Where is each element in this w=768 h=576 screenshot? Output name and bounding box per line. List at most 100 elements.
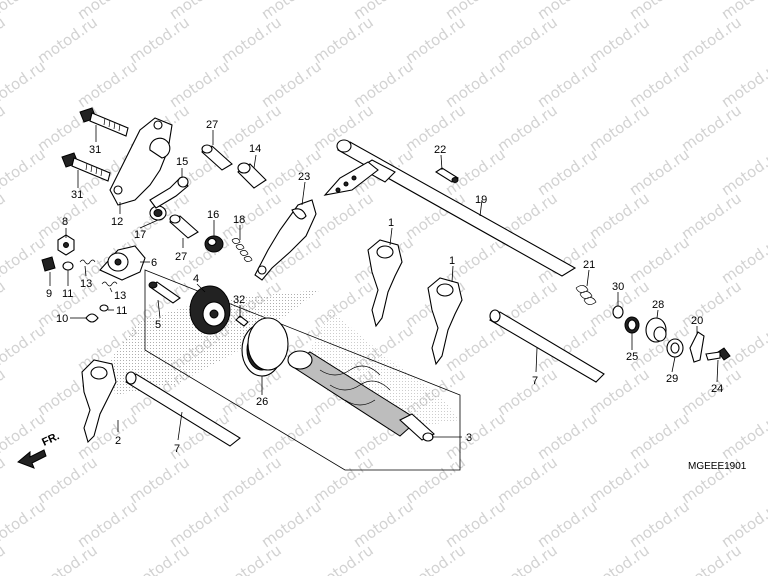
bolt-part-31[interactable] — [61, 152, 111, 182]
watermark-text: motod.ru — [258, 57, 325, 111]
bolt-part-5[interactable] — [148, 281, 181, 304]
callout-10[interactable]: 10 — [56, 313, 68, 325]
watermark-text: motod.ru — [586, 541, 653, 576]
washer-part-9[interactable] — [41, 256, 56, 272]
pin-part-32[interactable] — [235, 315, 249, 327]
watermark-text: motod.ru — [0, 453, 9, 507]
watermark-text: motod.ru — [494, 13, 561, 67]
stopper-plate-part-12[interactable] — [109, 117, 173, 206]
callout-19[interactable]: 19 — [475, 194, 487, 206]
collar-part-14[interactable] — [237, 162, 267, 189]
seal-part-29[interactable] — [666, 338, 684, 358]
fork-shaft-part-7[interactable] — [125, 371, 241, 447]
watermark-text: motod.ru — [218, 453, 285, 507]
callout-2[interactable]: 2 — [115, 435, 121, 447]
watermark-text: motod.ru — [0, 497, 49, 551]
collar-part-27[interactable] — [201, 144, 233, 171]
watermark-text: motod.ru — [402, 541, 469, 576]
arm-part-20[interactable] — [689, 331, 705, 363]
spring-part-13[interactable] — [101, 281, 118, 287]
shift-drum-part-3[interactable] — [287, 350, 435, 442]
watermark-text: motod.ru — [534, 497, 601, 551]
callout-16[interactable]: 16 — [207, 209, 219, 221]
watermark-text: motod.ru — [74, 409, 141, 463]
spring-part-18[interactable] — [231, 238, 253, 262]
washer-part-25[interactable] — [624, 316, 640, 334]
watermark-text: motod.ru — [718, 497, 768, 551]
callout-20[interactable]: 20 — [691, 315, 703, 327]
watermark-text: motod.ru — [402, 453, 469, 507]
bolt-part-31[interactable] — [79, 107, 129, 137]
callout-31[interactable]: 31 — [89, 144, 101, 156]
callout-4[interactable]: 4 — [193, 273, 199, 285]
callout-7[interactable]: 7 — [532, 375, 538, 387]
callout-18[interactable]: 18 — [233, 214, 245, 226]
pin-part-11[interactable] — [62, 261, 74, 271]
callout-26[interactable]: 26 — [256, 396, 268, 408]
shift-fork-part-1[interactable] — [427, 277, 463, 366]
shift-fork-part-2[interactable] — [81, 359, 117, 444]
callout-9[interactable]: 9 — [46, 288, 52, 300]
callout-27[interactable]: 27 — [175, 251, 187, 263]
watermark-text: motod.ru — [0, 541, 9, 576]
callout-22[interactable]: 22 — [434, 144, 446, 156]
callout-1[interactable]: 1 — [388, 217, 394, 229]
watermark-text: motod.ru — [0, 233, 49, 287]
watermark-text: motod.ru — [0, 277, 9, 331]
watermark-text: motod.ru — [534, 145, 601, 199]
shift-fork-part-1[interactable] — [367, 239, 403, 328]
watermark-text: motod.ru — [402, 13, 469, 67]
callout-30[interactable]: 30 — [612, 281, 624, 293]
callout-11[interactable]: 11 — [62, 288, 73, 300]
callout-1[interactable]: 1 — [449, 255, 455, 267]
fork-shaft-part-7[interactable] — [489, 309, 605, 383]
bolt-part-24[interactable] — [705, 347, 731, 361]
stopper-arm-part-15[interactable] — [149, 176, 189, 209]
watermark-text: motod.ru — [0, 189, 9, 243]
callout-13[interactable]: 13 — [80, 278, 92, 290]
callout-25[interactable]: 25 — [626, 351, 638, 363]
shading-area — [110, 290, 320, 395]
shift-arm-part-23[interactable] — [254, 199, 317, 281]
callout-27[interactable]: 27 — [206, 119, 218, 131]
callout-3[interactable]: 3 — [466, 432, 472, 444]
callout-24[interactable]: 24 — [711, 383, 723, 395]
shift-drum-center-part-6[interactable] — [99, 245, 146, 281]
collar-part-10[interactable] — [85, 313, 99, 323]
callout-31[interactable]: 31 — [71, 189, 83, 201]
callout-21[interactable]: 21 — [583, 259, 595, 271]
callout-7[interactable]: 7 — [174, 443, 180, 455]
callout-23[interactable]: 23 — [298, 171, 310, 183]
assembly-outline — [144, 269, 461, 471]
spring-part-21[interactable] — [575, 285, 597, 305]
pin-part-11[interactable] — [99, 304, 109, 312]
watermark-text: motod.ru — [34, 541, 101, 576]
collar-part-27[interactable] — [169, 214, 199, 239]
collar-part-16[interactable] — [204, 235, 224, 253]
pin-part-22[interactable] — [434, 167, 460, 183]
bearing-part-28[interactable] — [645, 317, 667, 343]
callout-29[interactable]: 29 — [666, 373, 678, 385]
callout-6[interactable]: 6 — [151, 257, 157, 269]
watermark-text: motod.ru — [0, 145, 49, 199]
callout-11[interactable]: 11 — [116, 305, 127, 317]
callout-8[interactable]: 8 — [62, 216, 68, 228]
callout-14[interactable]: 14 — [249, 143, 261, 155]
callout-13[interactable]: 13 — [114, 290, 126, 302]
callout-5[interactable]: 5 — [155, 319, 161, 331]
shift-drum-star-part-4[interactable] — [189, 285, 231, 335]
washer-part-30[interactable] — [612, 305, 624, 319]
shift-shaft-part-19[interactable] — [323, 139, 577, 277]
collar-part-17[interactable] — [149, 205, 167, 221]
callout-32[interactable]: 32 — [233, 294, 245, 306]
spring-part-13[interactable] — [79, 259, 96, 265]
callout-17[interactable]: 17 — [134, 229, 146, 241]
watermark-text: motod.ru — [586, 101, 653, 155]
callout-15[interactable]: 15 — [176, 156, 188, 168]
bearing-part-26[interactable] — [241, 317, 289, 377]
callout-12[interactable]: 12 — [111, 216, 123, 228]
watermark-text: motod.ru — [0, 101, 9, 155]
watermark-text: motod.ru — [678, 101, 745, 155]
callout-28[interactable]: 28 — [652, 299, 664, 311]
